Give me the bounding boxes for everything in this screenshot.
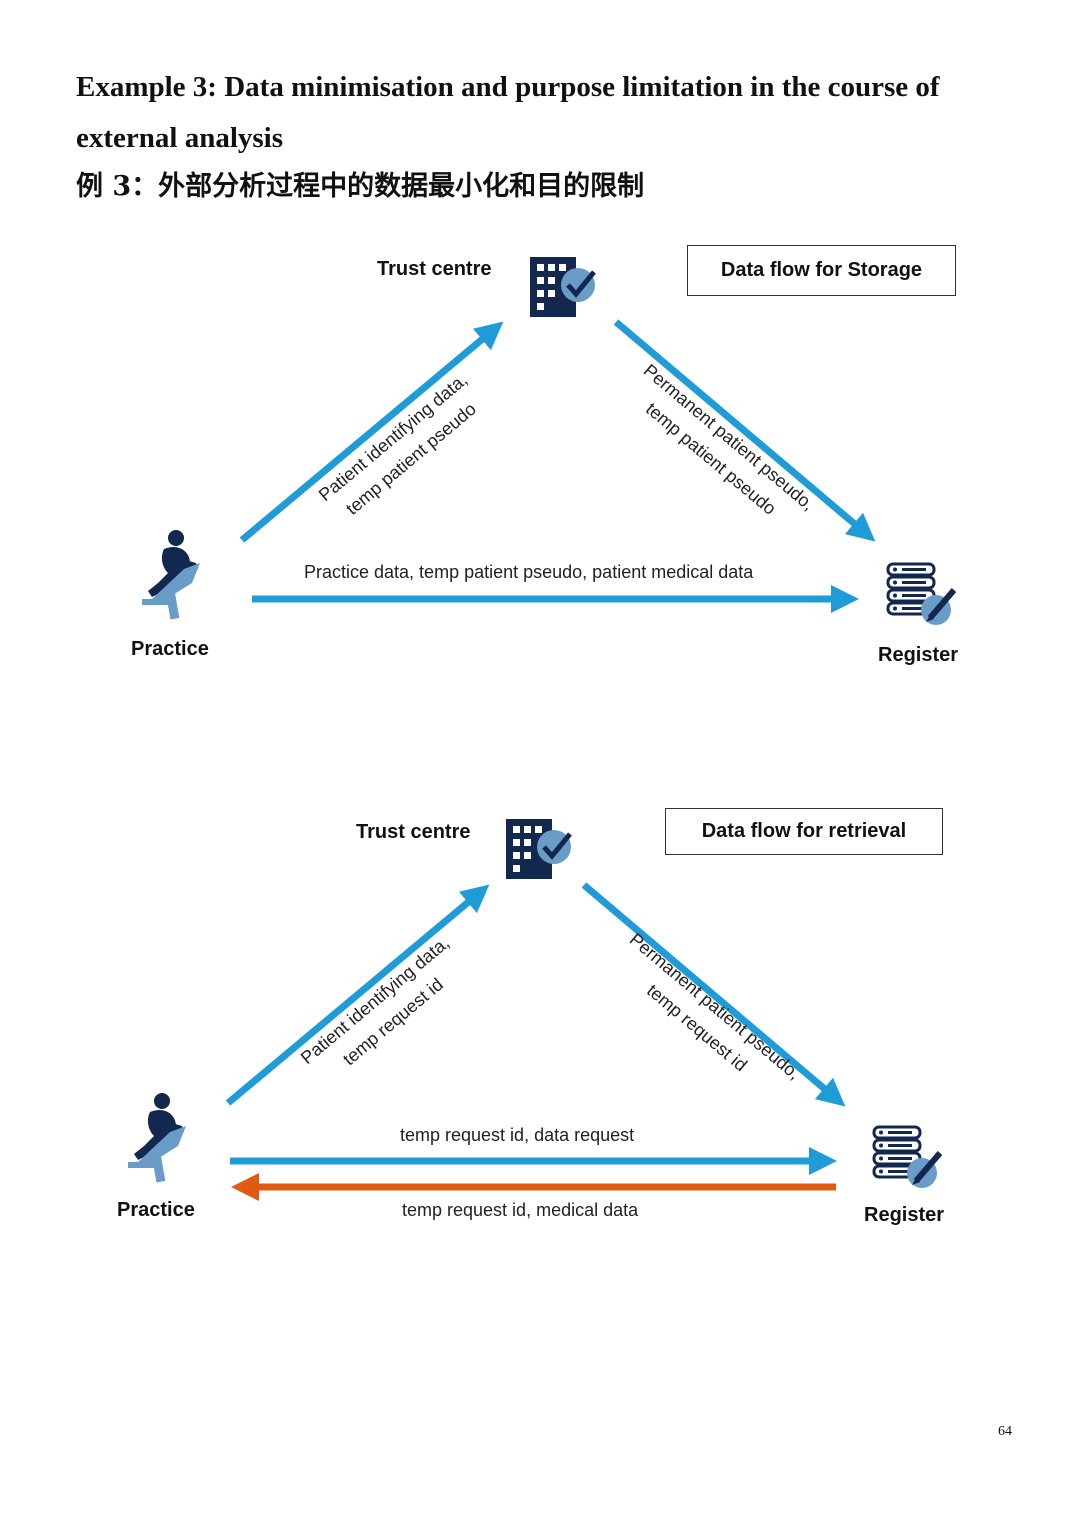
bottom-arrow-label: Practice data, temp patient pseudo, pati… [304,562,754,582]
practice-label: Practice [131,638,209,660]
page-number: 64 [998,1424,1012,1439]
page-title-zh: 例 3：外部分析过程中的数据最小化和目的限制 [76,171,645,202]
storage-flow-diagram: Trust centre Data flow for Storage Patie… [0,230,1080,710]
page-title-en: Example 3: Data minimisation and purpose… [76,71,940,154]
return-arrow-label: temp request id, medical data [402,1200,639,1220]
practice-doctor-icon [142,530,200,620]
trust-centre-label: Trust centre [377,258,492,280]
register-label: Register [864,1204,945,1226]
practice-label: Practice [117,1199,195,1221]
trust-centre-building-icon [530,257,596,317]
trust-centre-label: Trust centre [356,821,471,843]
forward-arrow-label: temp request id, data request [400,1125,635,1145]
trust-centre-building-icon [506,819,572,879]
storage-flow-title-box: Data flow for Storage [687,245,956,296]
arrow-trust-to-register [613,319,876,542]
arrow-trust-to-register [581,882,846,1107]
register-server-icon [872,1125,943,1188]
arrow-practice-to-trust [225,884,490,1106]
retrieval-flow-diagram: Trust centre Data flow for retrieval Pat… [0,793,1080,1253]
practice-doctor-icon [128,1093,186,1183]
retrieval-arrows [225,882,846,1201]
arrow-practice-to-trust [239,321,504,543]
retrieval-flow-title-box: Data flow for retrieval [665,808,943,855]
storage-arrows [239,319,876,613]
register-label: Register [878,644,959,666]
register-server-icon [886,562,957,625]
